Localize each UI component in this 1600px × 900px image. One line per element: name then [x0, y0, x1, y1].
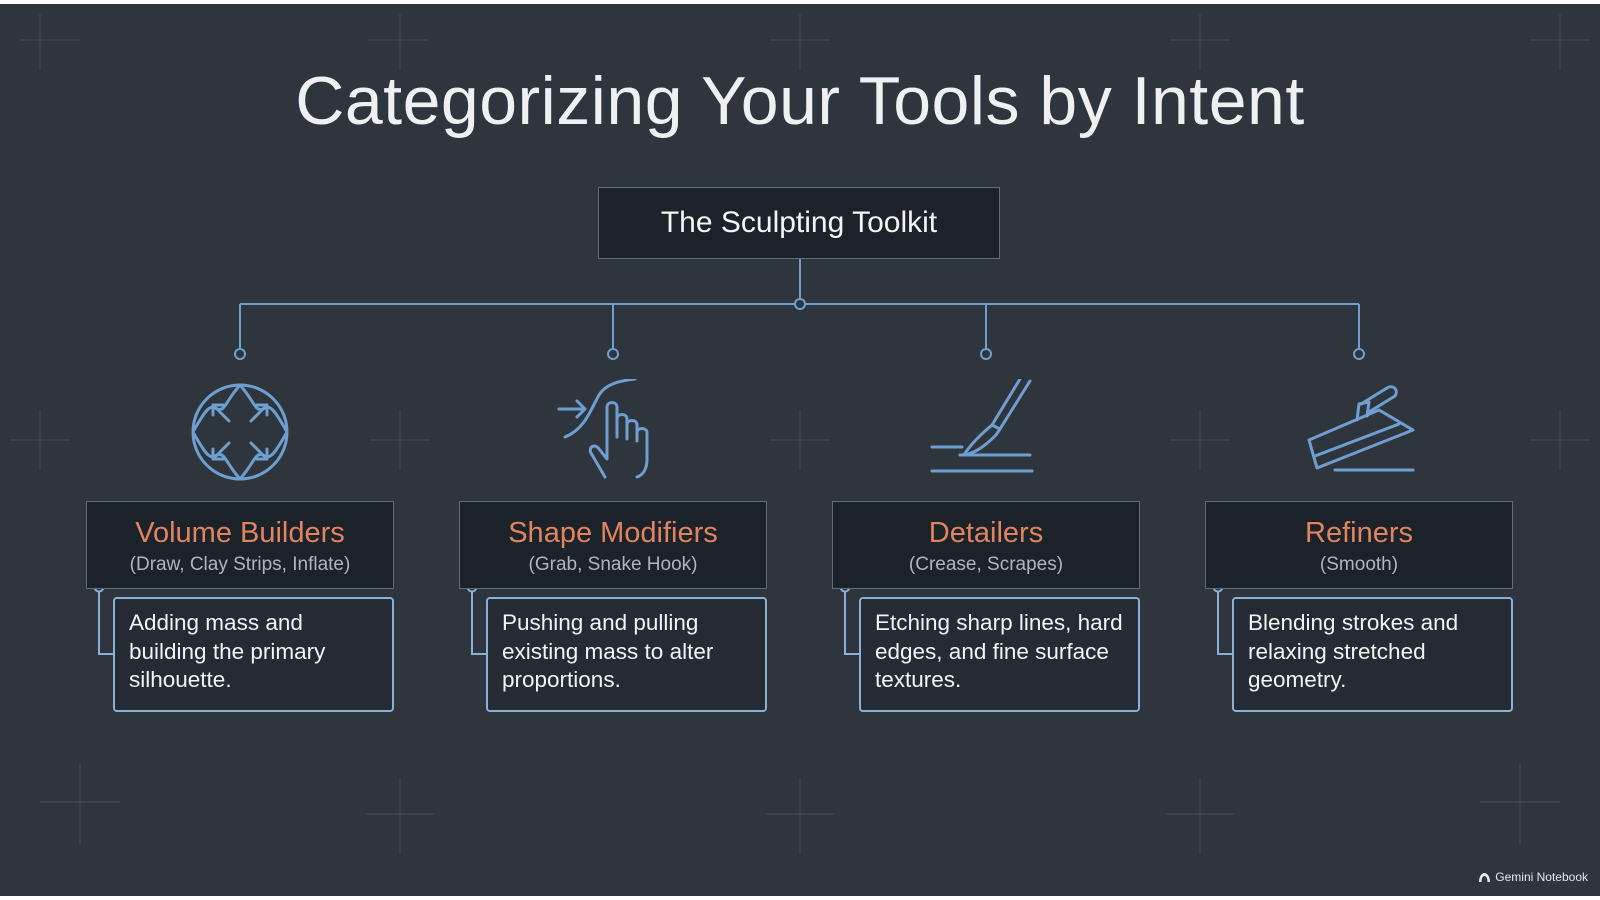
category-tools: (Draw, Clay Strips, Inflate)	[129, 554, 351, 575]
trowel-icon	[1307, 385, 1415, 472]
category-name: Shape Modifiers	[508, 517, 718, 549]
connector-nodes	[234, 298, 1365, 360]
category-header-detailers: Detailers (Crease, Scrapes)	[832, 501, 1140, 589]
expand-arrows-icon	[191, 383, 289, 481]
description-connectors	[98, 587, 1232, 655]
scalpel-icon	[930, 379, 1034, 473]
category-name: Detailers	[928, 517, 1044, 549]
category-tools: (Smooth)	[1319, 554, 1399, 575]
category-description-detailers: Etching sharp lines, hard edges, and fin…	[859, 597, 1140, 712]
grid-crosses	[10, 14, 1590, 854]
root-node: The Sculpting Toolkit	[598, 187, 1000, 259]
watermark-text: Gemini Notebook	[1495, 870, 1588, 884]
category-name: Volume Builders	[135, 517, 345, 549]
category-description-refiners: Blending strokes and relaxing stretched …	[1232, 597, 1513, 712]
category-tools: (Grab, Snake Hook)	[528, 554, 698, 575]
category-header-volume-builders: Volume Builders (Draw, Clay Strips, Infl…	[86, 501, 394, 589]
gemini-logo-icon	[1479, 873, 1491, 882]
page-title: Categorizing Your Tools by Intent	[295, 63, 1305, 139]
category-header-refiners: Refiners (Smooth)	[1205, 501, 1513, 589]
root-label: The Sculpting Toolkit	[660, 206, 938, 239]
category-description-shape-modifiers: Pushing and pulling existing mass to alt…	[486, 597, 767, 712]
category-tools: (Crease, Scrapes)	[908, 554, 1064, 575]
watermark: Gemini Notebook	[1478, 870, 1588, 884]
category-header-shape-modifiers: Shape Modifiers (Grab, Snake Hook)	[459, 501, 767, 589]
category-description-volume-builders: Adding mass and building the primary sil…	[113, 597, 394, 712]
slide: Categorizing Your Tools by Intent The Sc…	[0, 4, 1600, 896]
category-name: Refiners	[1305, 517, 1413, 549]
grab-hand-icon	[557, 379, 649, 479]
